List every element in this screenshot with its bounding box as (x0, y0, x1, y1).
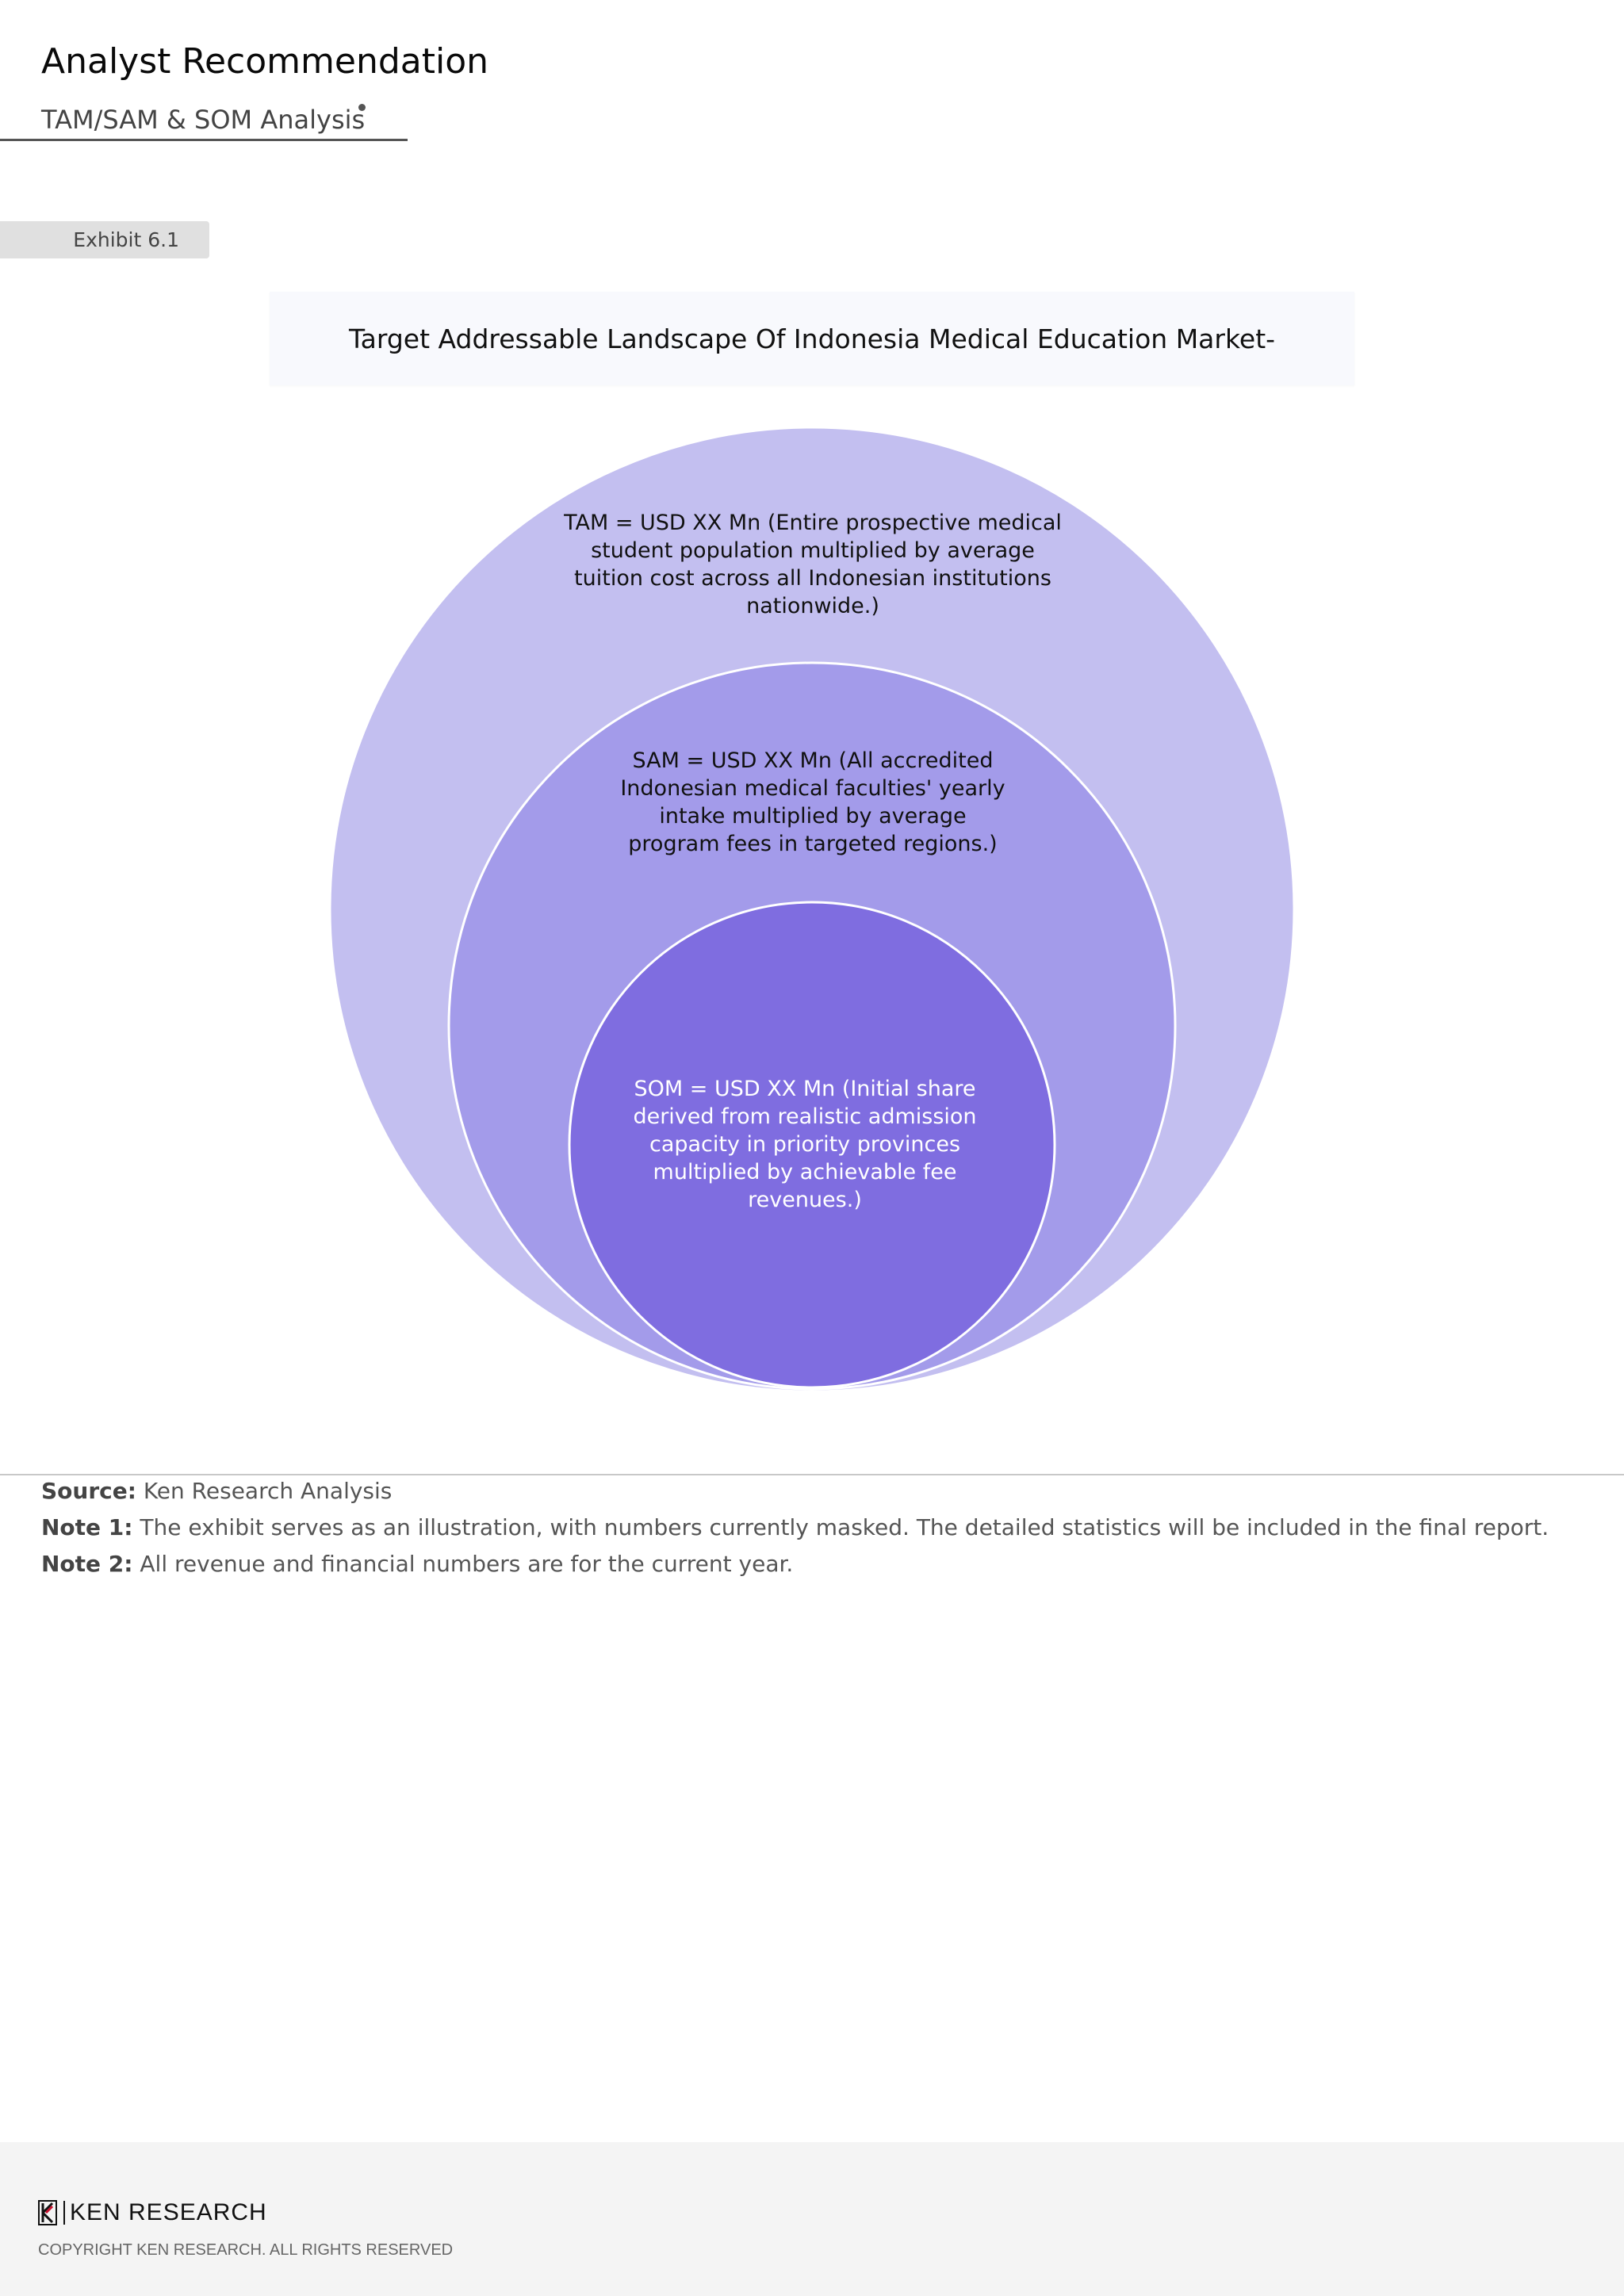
page-title: Analyst Recommendation (41, 41, 489, 82)
notes-divider (0, 1474, 1624, 1475)
brand-name: KEN RESEARCH (70, 2199, 267, 2225)
copyright-text: COPYRIGHT KEN RESEARCH. ALL RIGHTS RESER… (38, 2241, 454, 2259)
page-subtitle: TAM/SAM & SOM Analysis (41, 105, 366, 135)
source-label: Source: (41, 1478, 136, 1504)
ken-research-logo: KEN RESEARCH (38, 2199, 267, 2226)
note-1: Note 1: The exhibit serves as an illustr… (41, 1514, 1549, 1540)
diagram-title: Target Addressable Landscape Of Indonesi… (348, 323, 1276, 354)
tam-label: TAM = USD XX Mn (Entire prospective medi… (564, 511, 1062, 618)
som-label: SOM = USD XX Mn (Initial share derived f… (633, 1077, 977, 1212)
logo-divider (63, 2201, 65, 2225)
note-2-text: All revenue and financial numbers are fo… (140, 1551, 794, 1577)
note-1-text: The exhibit serves as an illustration, w… (140, 1514, 1549, 1540)
source-note: Source: Ken Research Analysis (41, 1478, 392, 1504)
source-text: Ken Research Analysis (143, 1478, 393, 1504)
note-1-label: Note 1: (41, 1514, 133, 1540)
note-2: Note 2: All revenue and financial number… (41, 1551, 793, 1577)
note-2-label: Note 2: (41, 1551, 133, 1577)
subtitle-underline (0, 139, 408, 141)
ken-logo-icon (38, 2200, 57, 2225)
diagram-title-box: Target Addressable Landscape Of Indonesi… (270, 292, 1354, 385)
sam-label: SAM = USD XX Mn (All accredited Indonesi… (620, 748, 1005, 856)
subtitle-dot (358, 104, 366, 111)
exhibit-label: Exhibit 6.1 (0, 221, 209, 258)
footer (0, 2142, 1624, 2296)
